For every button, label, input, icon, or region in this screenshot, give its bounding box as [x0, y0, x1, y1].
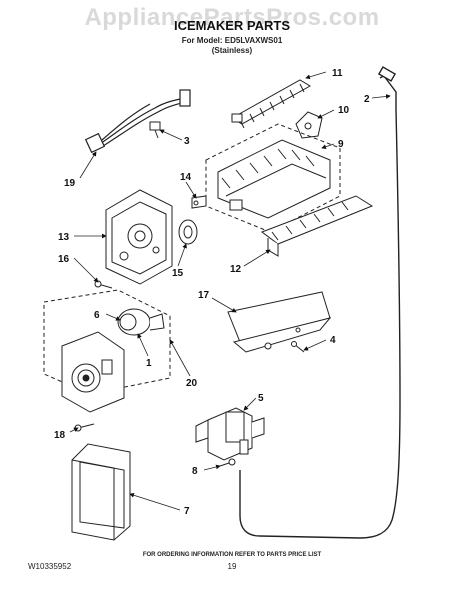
callout-1: 1	[146, 358, 152, 369]
leader-lines	[69, 71, 391, 511]
document-number: W10335952	[28, 562, 72, 571]
finish-line: (Stainless)	[211, 46, 253, 55]
callout-15: 15	[172, 268, 184, 279]
callout-18: 18	[54, 430, 66, 441]
fill-cup	[227, 291, 332, 353]
callout-19: 19	[64, 178, 76, 189]
shutoff-arm	[191, 195, 207, 209]
callout-8: 8	[192, 466, 198, 477]
screw-18	[74, 423, 95, 432]
callout-9: 9	[338, 139, 344, 150]
ordering-note: FOR ORDERING INFORMATION REFER TO PARTS …	[142, 552, 322, 558]
screw-4	[291, 341, 305, 353]
ice-tray-guard	[260, 195, 374, 257]
fill-tube	[239, 66, 401, 539]
ice-stripper	[231, 79, 311, 129]
callout-20: 20	[186, 378, 198, 389]
water-valve	[195, 407, 265, 461]
callout-14: 14	[180, 172, 192, 183]
callout-17: 17	[198, 290, 210, 301]
bearing	[178, 219, 198, 245]
model-line: For Model: ED5LVAXWS01	[181, 36, 283, 45]
control-housing	[105, 189, 173, 285]
callout-12: 12	[230, 264, 242, 275]
callout-labels: 11 10 9 2 3 19 14 13 16 15 12 17 4 6 1 2…	[54, 68, 370, 517]
callout-10: 10	[338, 105, 350, 116]
callout-11: 11	[332, 68, 343, 79]
front-cover	[71, 443, 131, 541]
callout-16: 16	[58, 254, 70, 265]
screw-8	[219, 458, 236, 467]
page-title: ICEMAKER PARTS	[173, 18, 291, 33]
callout-13: 13	[58, 232, 70, 243]
motor-module-group	[43, 289, 171, 413]
clip-screw	[149, 121, 161, 139]
callout-3: 3	[184, 136, 190, 147]
callout-6: 6	[94, 310, 100, 321]
bearing-cover	[295, 111, 323, 139]
wire-harness	[84, 89, 191, 154]
callout-4: 4	[330, 335, 336, 346]
watermark: AppliancePartsPros.com	[84, 4, 380, 31]
mold-heater-assembly	[205, 123, 341, 233]
callout-2: 2	[364, 94, 370, 105]
page-number: 19	[227, 562, 237, 571]
callout-7: 7	[184, 506, 190, 517]
callout-5: 5	[258, 393, 264, 404]
